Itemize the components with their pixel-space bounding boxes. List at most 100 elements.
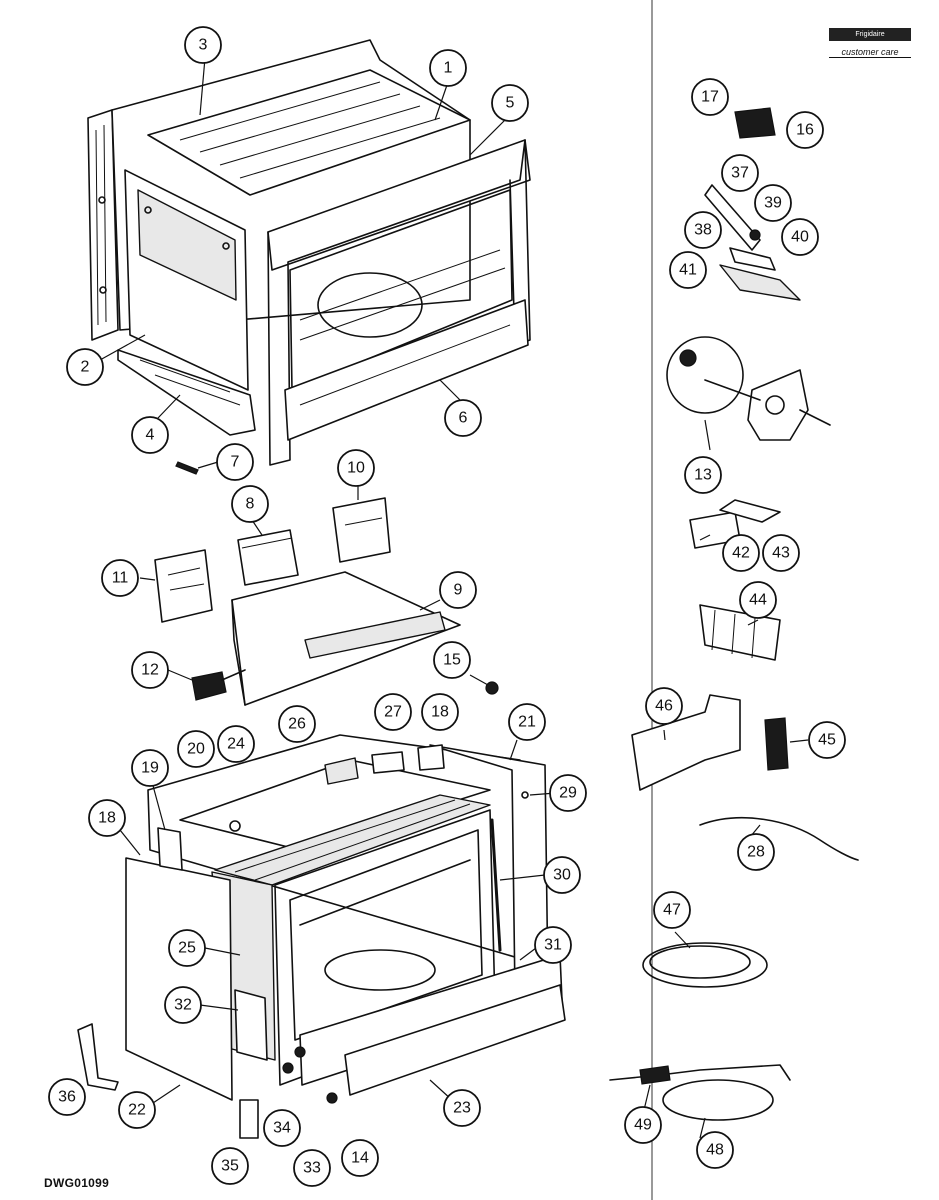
svg-text:17: 17 [701, 89, 719, 106]
svg-text:26: 26 [288, 716, 306, 733]
part-33 [294, 1046, 306, 1058]
callout-5: 5 [491, 84, 529, 122]
callout-33: 33 [293, 1149, 331, 1187]
svg-text:28: 28 [747, 844, 765, 861]
callout-40: 40 [781, 218, 819, 256]
svg-text:12: 12 [141, 662, 159, 679]
callout-26: 26 [278, 705, 316, 743]
svg-text:44: 44 [749, 592, 767, 609]
svg-text:5: 5 [506, 95, 515, 112]
svg-text:10: 10 [347, 460, 365, 477]
callout-46: 46 [645, 687, 683, 725]
callout-12: 12 [131, 651, 169, 689]
callout-37: 37 [721, 154, 759, 192]
svg-text:49: 49 [634, 1117, 652, 1134]
callout-22: 22 [118, 1091, 156, 1129]
brand-subtitle: customer care [829, 47, 911, 58]
callout-30: 30 [543, 856, 581, 894]
svg-text:41: 41 [679, 262, 697, 279]
left-outer-side [125, 857, 233, 1101]
top-cover [147, 69, 471, 196]
vent-baffle-left [154, 549, 213, 623]
plate-41 [719, 264, 801, 301]
callout-21: 21 [508, 703, 546, 741]
callout-32: 32 [164, 986, 202, 1024]
svg-text:18: 18 [98, 810, 116, 827]
svg-text:35: 35 [221, 1158, 239, 1175]
outer-wrap-assembly [77, 734, 566, 1139]
svg-text:31: 31 [544, 937, 562, 954]
svg-text:45: 45 [818, 732, 836, 749]
drawing-id-label: DWG01099 [44, 1176, 110, 1190]
callout-9: 9 [439, 571, 477, 609]
svg-text:1: 1 [444, 60, 453, 77]
callout-4: 4 [131, 416, 169, 454]
callout-27: 27 [374, 693, 412, 731]
svg-text:18: 18 [431, 704, 449, 721]
fan-blade [747, 369, 809, 441]
callout-11: 11 [101, 559, 139, 597]
power-cord-48 [662, 1079, 774, 1121]
callout-25: 25 [168, 929, 206, 967]
svg-text:20: 20 [187, 741, 205, 758]
svg-text:39: 39 [764, 195, 782, 212]
callout-43: 43 [762, 534, 800, 572]
leveling-leg [239, 1099, 259, 1139]
svg-text:19: 19 [141, 760, 159, 777]
svg-text:21: 21 [518, 714, 536, 731]
svg-text:13: 13 [694, 467, 712, 484]
svg-text:32: 32 [174, 997, 192, 1014]
svg-text:27: 27 [384, 704, 402, 721]
svg-text:15: 15 [443, 652, 461, 669]
svg-text:4: 4 [146, 427, 155, 444]
terminal-strip-45 [764, 717, 789, 771]
duct-assembly [154, 497, 499, 706]
svg-text:25: 25 [178, 940, 196, 957]
callout-8: 8 [231, 485, 269, 523]
callout-17: 17 [691, 78, 729, 116]
svg-text:40: 40 [791, 229, 809, 246]
bottom-trim [344, 984, 566, 1096]
bracket-27 [371, 751, 405, 774]
svg-text:48: 48 [706, 1142, 724, 1159]
svg-text:30: 30 [553, 867, 571, 884]
callout-44: 44 [739, 581, 777, 619]
cable-loop-47 [642, 942, 768, 988]
callout-10: 10 [337, 449, 375, 487]
svg-text:7: 7 [231, 454, 240, 471]
svg-text:23: 23 [453, 1100, 471, 1117]
callout-41: 41 [669, 251, 707, 289]
bracket-18 [417, 744, 445, 771]
callout-14: 14 [341, 1139, 379, 1177]
bracket-26 [324, 757, 359, 785]
callout-36: 36 [48, 1078, 86, 1116]
svg-text:38: 38 [694, 222, 712, 239]
svg-text:24: 24 [227, 736, 245, 753]
svg-text:11: 11 [112, 570, 129, 587]
callout-39: 39 [754, 184, 792, 222]
callout-31: 31 [534, 926, 572, 964]
svg-text:14: 14 [351, 1150, 369, 1167]
accessory-parts-column [609, 107, 859, 1121]
svg-text:43: 43 [772, 545, 790, 562]
callout-49: 49 [624, 1106, 662, 1144]
svg-text:42: 42 [732, 545, 750, 562]
svg-text:9: 9 [454, 582, 463, 599]
callout-42: 42 [722, 534, 760, 572]
mounting-bracket [77, 1023, 119, 1091]
brand-name: Frigidaire [829, 28, 911, 41]
callout-6: 6 [444, 399, 482, 437]
callout-20: 20 [177, 730, 215, 768]
insulator-43 [719, 499, 781, 523]
screw [175, 461, 199, 475]
callout-13: 13 [684, 456, 722, 494]
callout-15: 15 [433, 641, 471, 679]
svg-text:16: 16 [796, 122, 814, 139]
bracket-19 [157, 827, 183, 871]
vent-baffle-right [332, 497, 391, 563]
callout-7: 7 [216, 443, 254, 481]
callout-35: 35 [211, 1147, 249, 1185]
callout-18b: 18 [88, 799, 126, 837]
wire-channel [631, 694, 741, 791]
